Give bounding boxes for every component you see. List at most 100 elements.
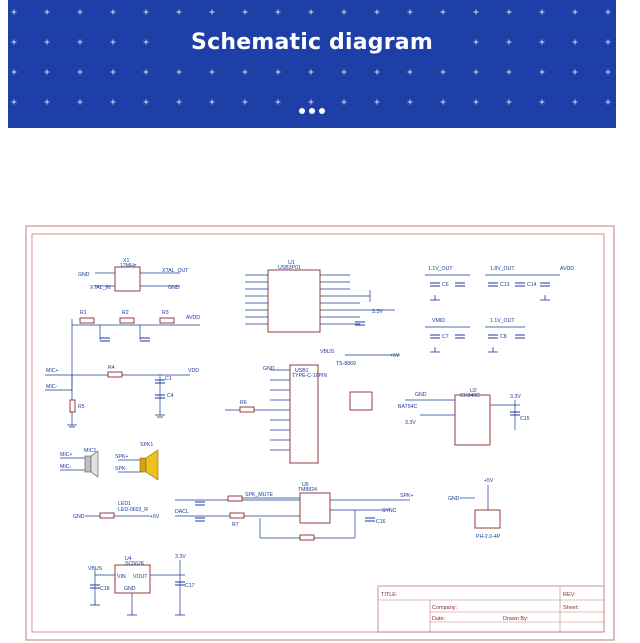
- drawn-by-field: Drawn By:: [503, 616, 529, 622]
- dot-icon: [319, 108, 325, 114]
- plus-icon: [143, 9, 149, 15]
- plus-icon: [209, 99, 215, 105]
- plus-icon: [440, 99, 446, 105]
- title-field: TITLE:: [381, 592, 398, 598]
- page-title: Schematic diagram: [191, 30, 433, 55]
- mic-p-label: MIC+: [60, 452, 73, 458]
- gnd-label: GND: [168, 285, 180, 291]
- sheet-field: Sheet:: [563, 605, 579, 611]
- plus-icon: [341, 99, 347, 105]
- usb-connector-usb1: [289, 364, 319, 464]
- plus-icon: [440, 9, 446, 15]
- plus-icon: [308, 69, 314, 75]
- u1-part: USB3P01: [278, 265, 301, 271]
- plus-icon: [572, 9, 578, 15]
- plus-icon: [44, 69, 50, 75]
- plus-icon: [605, 39, 611, 45]
- gnd-label: GND: [263, 366, 275, 372]
- plus-icon: [440, 69, 446, 75]
- v5-label: +5V: [150, 514, 160, 520]
- inner-frame: [31, 233, 605, 633]
- avdd-label: AVDD: [186, 315, 200, 321]
- r6-label: R6: [240, 400, 247, 406]
- spk-p-label: SPK+: [400, 493, 413, 499]
- plus-icon: [506, 9, 512, 15]
- plus-icon: [407, 9, 413, 15]
- plus-icon: [242, 69, 248, 75]
- v5-label: +5V: [484, 478, 494, 484]
- xtal-out-label: XTAL_OUT: [162, 268, 189, 274]
- plus-icon: [605, 99, 611, 105]
- plus-icon: [506, 39, 512, 45]
- mic-p-label: MIC+: [46, 368, 59, 374]
- plus-icon: [374, 99, 380, 105]
- gnd-label: GND: [78, 272, 90, 278]
- dacl-label: DACL: [175, 509, 189, 515]
- vbus-label: VBUS: [88, 566, 103, 572]
- plus-icon: [539, 39, 545, 45]
- plus-icon: [110, 99, 116, 105]
- plus-icon: [341, 9, 347, 15]
- plus-icon: [605, 9, 611, 15]
- plus-icon: [275, 9, 281, 15]
- led1-label: LED1: [118, 501, 131, 507]
- date-field: Date:: [432, 616, 446, 622]
- d1-part: BAT54C: [398, 404, 417, 410]
- c8-label: C8: [500, 334, 507, 340]
- plus-icon: [77, 99, 83, 105]
- c7-label: C7: [442, 334, 449, 340]
- microphone-icon: [84, 450, 99, 478]
- plus-icon: [473, 9, 479, 15]
- u2-part: CH340C: [460, 393, 480, 399]
- ldo-vout-label: VOUT: [133, 574, 148, 580]
- dot-icon: [299, 108, 305, 114]
- v11-out-label: 1.1V_OUT: [428, 266, 453, 272]
- plus-icon: [572, 39, 578, 45]
- plus-icon: [209, 69, 215, 75]
- header-banner: Schematic diagram: [8, 0, 616, 128]
- plus-icon: [341, 69, 347, 75]
- plus-icon: [143, 99, 149, 105]
- c17-label: C17: [185, 583, 195, 589]
- c14-label: C14: [527, 282, 537, 288]
- plus-icon: [110, 69, 116, 75]
- sync-label: SYNC: [382, 508, 397, 514]
- plus-icon: [242, 99, 248, 105]
- c15-label: C15: [520, 416, 530, 422]
- plus-icon: [176, 9, 182, 15]
- plus-icon: [110, 9, 116, 15]
- gnd-symbols: [67, 295, 550, 616]
- u6-part: TM8824: [298, 487, 317, 493]
- outer-frame: [25, 225, 615, 641]
- schematic-diagram: GND XTAL_IN XTAL_OUT GND X1 12MHz U1 USB…: [25, 225, 615, 641]
- xtal-in-label: XTAL_IN: [90, 285, 111, 291]
- v3v3-label: 3.3V: [372, 309, 383, 315]
- connector-part: PH-2.0-4P: [476, 534, 501, 540]
- plus-icon: [506, 99, 512, 105]
- gnd-label: GND: [415, 392, 427, 398]
- plus-icon: [539, 99, 545, 105]
- plus-icon: [407, 99, 413, 105]
- spk-mute-label: SPK_MUTE: [245, 492, 274, 498]
- company-field: Company:: [432, 605, 458, 611]
- x1-value: 12MHz: [120, 263, 137, 269]
- carousel-dots: [8, 101, 616, 119]
- vdd-label: VDD: [188, 368, 199, 374]
- spk-p-label: SPK+: [115, 454, 128, 460]
- plus-icon: [242, 9, 248, 15]
- plus-icon: [572, 69, 578, 75]
- plus-icon: [539, 9, 545, 15]
- plus-icon: [143, 39, 149, 45]
- v18-out-label: 1.8V_OUT: [490, 266, 515, 272]
- plus-icon: [275, 99, 281, 105]
- u6-label: U6: [302, 482, 309, 488]
- title-block: TITLE: REV: Company: Sheet: Date: Drawn …: [377, 585, 605, 633]
- plus-icon: [407, 69, 413, 75]
- plus-icon: [374, 69, 380, 75]
- plus-icon: [143, 69, 149, 75]
- u3-part: TS-8869: [336, 361, 356, 367]
- v11-out-label: 1.1V_OUT: [490, 318, 515, 324]
- plus-icon: [275, 69, 281, 75]
- plus-icon: [209, 9, 215, 15]
- c4-label: C4: [167, 393, 174, 399]
